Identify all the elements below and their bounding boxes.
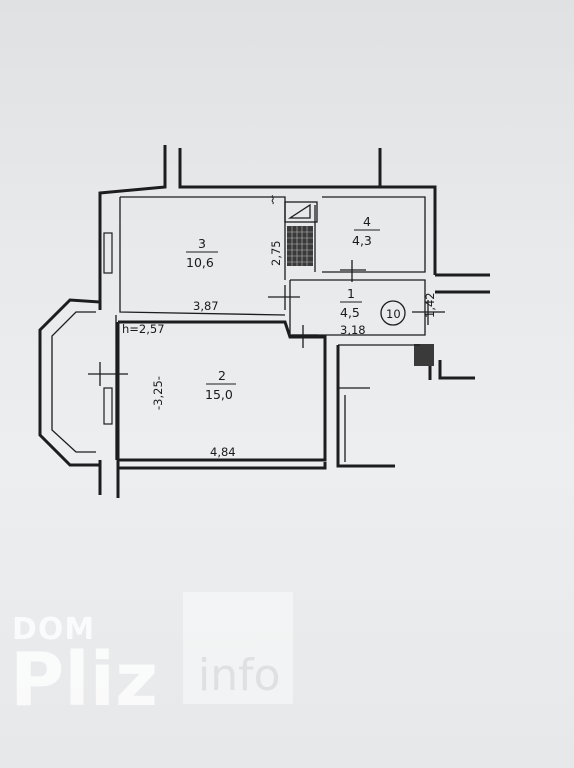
wall-right <box>428 273 490 380</box>
window-left-bottom <box>103 387 113 425</box>
room-2-area: 15,0 <box>205 387 233 402</box>
door-mark-3 <box>340 260 366 282</box>
dimension-2-75: 2,75 <box>269 240 283 266</box>
shaft-right-icon <box>414 344 434 366</box>
outlet-symbol: ⌇ <box>270 193 276 207</box>
door-mark-2 <box>292 325 318 348</box>
ceiling-height: h=2,57 <box>122 322 165 336</box>
wall-top-center <box>178 148 382 189</box>
wall-room3 <box>119 196 286 316</box>
room-4-number: 4 <box>363 214 371 229</box>
wall-room1 <box>289 279 426 336</box>
wall-top-right <box>380 185 437 275</box>
window-left-top <box>103 232 113 274</box>
room-4-area: 4,3 <box>352 233 372 248</box>
wall-bottom <box>98 460 327 498</box>
vent-grid <box>287 226 313 266</box>
circled-number: 10 <box>386 307 401 321</box>
wall-top-left <box>98 145 167 310</box>
stove-mark <box>287 203 311 219</box>
wall-room4 <box>314 196 426 273</box>
room-1-number: 1 <box>347 286 355 301</box>
bay-window <box>38 298 102 467</box>
vent-shaft-icon <box>287 226 313 266</box>
door-mark-4 <box>412 300 445 325</box>
dimension-4-84: 4,84 <box>210 445 236 459</box>
door-mark-5 <box>88 362 128 386</box>
room-1-area: 4,5 <box>340 305 360 320</box>
dimension-3-87: 3,87 <box>193 299 219 313</box>
wall-bottom-right <box>336 345 395 468</box>
circle-marker <box>380 300 406 326</box>
dimension-3-18: 3,18 <box>340 323 366 337</box>
room-2-number: 2 <box>218 368 226 383</box>
dimension-3-25: -3,25- <box>151 376 165 410</box>
bay-window-inner <box>51 311 96 453</box>
stove-icon <box>284 201 318 223</box>
room-3-number: 3 <box>198 236 206 251</box>
door-mark-1 <box>268 285 300 310</box>
room-3-area: 10,6 <box>186 255 214 270</box>
wall-stair <box>338 387 370 462</box>
dimension-1-42: 1,42 <box>423 292 437 318</box>
